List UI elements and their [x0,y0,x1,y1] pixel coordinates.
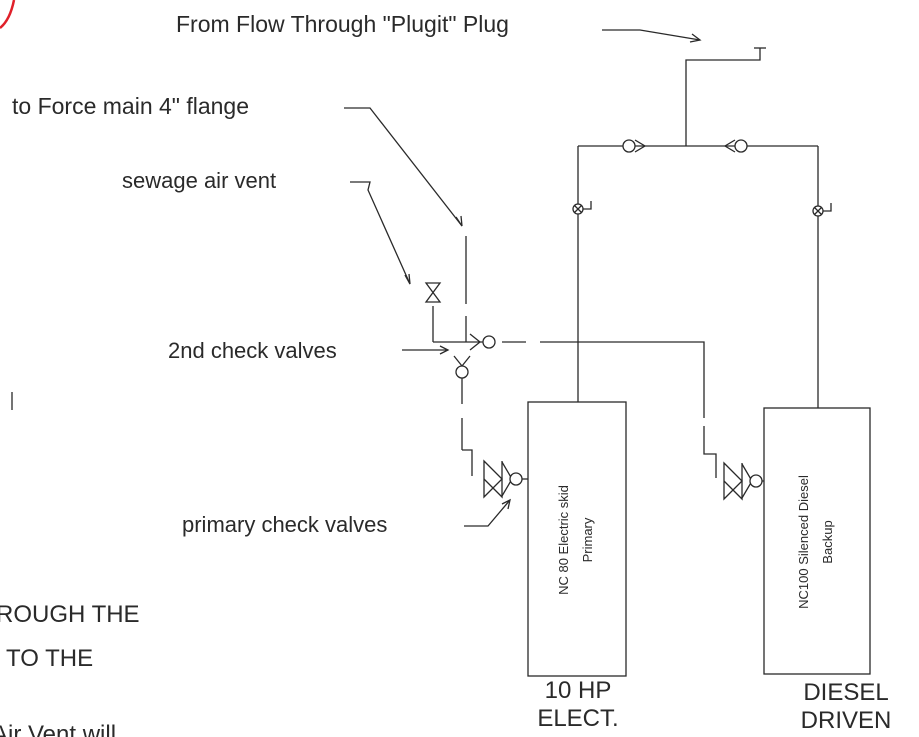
from-plug-label: From Flow Through "Plugit" Plug [176,11,509,37]
primary-check-valve-diesel [723,461,764,501]
from-plug-leader [602,29,701,41]
second-check-valve-horizontal [469,333,496,351]
diesel-skid: NC100 Silenced Diesel Backup [763,407,871,675]
force-main-leader [344,107,463,227]
electric-skid: NC 80 Electric skid Primary [527,401,627,677]
second-check-arrowhead [439,345,450,355]
diesel-skid-name: NC100 Silenced Diesel [796,475,811,609]
electric-skid-name: NC 80 Electric skid [556,485,571,595]
primary-check-leader [464,499,511,527]
primary-check-valve-electric [483,459,528,499]
force-main-piping [432,236,717,478]
from-plug-arrowhead [689,33,702,43]
diesel-skid-role: Backup [820,520,835,563]
diesel-caption-1: DIESEL [803,679,888,706]
header-check-valve-right [723,139,748,153]
air-vent-arrowhead [404,273,411,285]
cropped-text-line-1: ROUGH THE [0,601,140,628]
header-check-valve-left [622,139,647,153]
air-vent-valve [424,282,442,303]
header-piping [577,47,819,408]
cropped-text-line-2: TO THE [6,645,93,672]
second-check-valve-vertical [453,355,471,379]
air-vent-leader [350,181,411,285]
primary-check-label: primary check valves [182,512,387,537]
isolation-valve-right [812,203,832,217]
electric-skid-role: Primary [580,517,595,562]
electric-caption-2: ELECT. [537,705,618,732]
force-main-arrowhead [455,215,463,227]
force-main-label: to Force main 4" flange [12,93,249,119]
isolation-valve-left [572,201,592,215]
primary-check-arrowhead [501,498,511,510]
electric-caption-1: 10 HP [545,677,612,704]
air-vent-label: sewage air vent [122,168,276,193]
second-check-label: 2nd check valves [168,338,337,363]
diesel-caption-2: DRIVEN [801,707,892,734]
cropped-text-line-3: Air Vent will [0,721,116,737]
red-corner-mark [0,0,16,29]
